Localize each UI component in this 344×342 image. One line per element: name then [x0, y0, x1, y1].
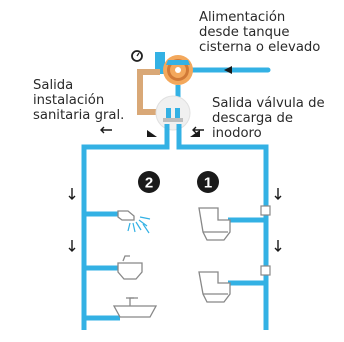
general-outlet-pipe [81, 124, 170, 330]
pump-icon [155, 52, 193, 85]
sink-icon [112, 297, 158, 318]
arrow-icon [68, 126, 282, 252]
valve-outlet-label: Salida válvula de descarga de inodoro [212, 96, 325, 141]
circuit-number-1: 1 [204, 175, 212, 192]
general-outlet-label: Salida instalación sanitaria gral. [33, 78, 125, 123]
circuit-badge-2: 2 [138, 171, 160, 193]
supply-label: Alimentación desde tanque cisterna o ele… [199, 10, 321, 55]
shower-icon [117, 210, 151, 234]
toilet-icon [198, 207, 231, 241]
valve-outlet-pipe [176, 124, 271, 330]
valve-icon [155, 95, 191, 131]
circuit-badge-1: 1 [197, 171, 219, 193]
toilet-icon-2 [198, 271, 231, 303]
circuit-number-2: 2 [145, 175, 153, 192]
bidet-icon [117, 255, 143, 280]
gauge-icon [131, 50, 143, 62]
supply-line [187, 66, 271, 74]
